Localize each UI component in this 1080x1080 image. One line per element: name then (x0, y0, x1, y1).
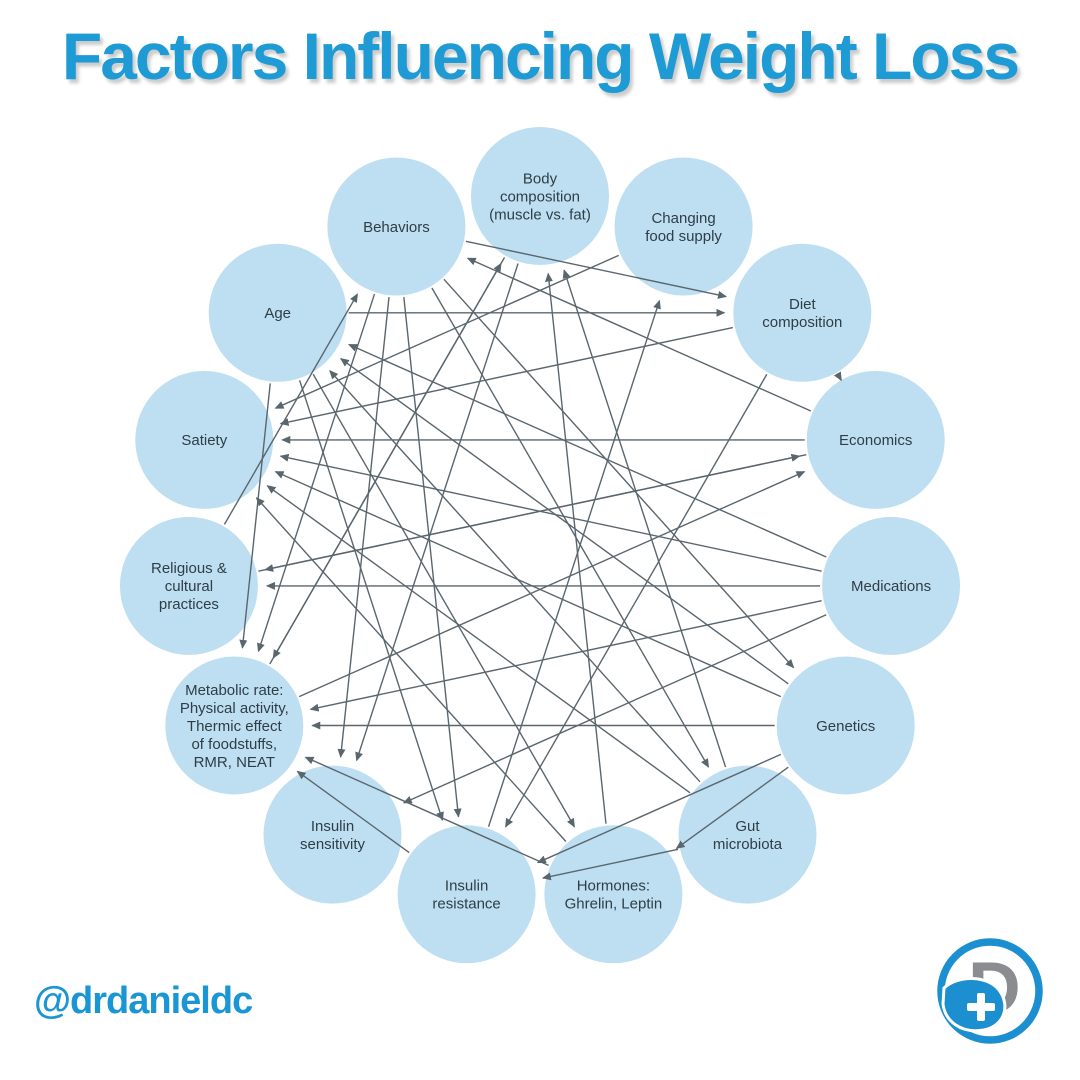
watermark-handle: @drdanieldc (34, 980, 253, 1022)
node-label-metabolic-rate: Metabolic rate:Physical activity,Thermic… (180, 682, 289, 771)
arrow-behaviors-to-insulin-resistance (403, 297, 462, 818)
arrow-gut-microbiota-to-body-composition (562, 269, 727, 768)
arrow-genetics-to-hormones (675, 766, 789, 850)
arrow-behaviors-to-metabolic-rate (257, 293, 376, 653)
arrow-hormones-to-body-composition (545, 272, 607, 824)
arrow-religious-cultural-to-behaviors (223, 293, 359, 525)
factor-node-economics: Economics (806, 370, 945, 509)
arrow-hormones-to-metabolic-rate (304, 756, 549, 867)
arrow-religious-cultural-to-economics (258, 453, 801, 572)
node-label-age: Age (264, 305, 291, 322)
factor-node-satiety: Satiety (135, 370, 274, 509)
arrow-metabolic-rate-to-body-composition (269, 262, 502, 665)
arrow-behaviors-to-diet-composition (465, 240, 728, 299)
arrow-behaviors-to-insulin-sensitivity (337, 297, 390, 759)
arrow-metabolic-rate-to-economics (298, 471, 806, 698)
arrow-age-to-hormones (312, 373, 575, 828)
arrow-behaviors-to-genetics (443, 278, 795, 669)
node-circle-economics (806, 370, 945, 509)
node-circle-diet-composition (733, 243, 872, 382)
factor-node-medications: Medications (822, 516, 961, 655)
node-label-medications: Medications (851, 578, 931, 595)
factor-node-hormones: Hormones:Ghrelin, Leptin (544, 825, 683, 964)
arrow-medications-to-age (348, 343, 827, 558)
arrow-genetics-to-age (339, 358, 789, 685)
arrow-insulin-resistance-to-metabolic-rate (296, 770, 410, 854)
node-circle-religious-cultural (119, 516, 258, 655)
arrow-diet-composition-to-insulin-resistance (505, 373, 768, 828)
arrow-economics-to-diet-composition (833, 371, 842, 382)
node-circle-age (208, 243, 347, 382)
arrow-age-to-insulin-resistance (298, 380, 444, 822)
arrow-genetics-to-insulin-resistance (536, 753, 782, 864)
node-circle-hormones (544, 825, 683, 964)
arrow-age-to-metabolic-rate (239, 383, 271, 649)
node-circle-body-composition (471, 127, 609, 265)
node-label-hormones: Hormones:Ghrelin, Leptin (565, 878, 663, 913)
influence-arrows (223, 240, 842, 881)
node-circle-insulin-resistance (397, 825, 536, 964)
factor-node-metabolic-rate: Metabolic rate:Physical activity,Thermic… (165, 656, 304, 795)
arrow-gut-microbiota-to-age (329, 370, 701, 783)
arrow-medications-to-metabolic-rate (309, 599, 822, 712)
node-circle-satiety (135, 370, 274, 509)
node-circle-gut-microbiota (678, 765, 817, 904)
node-label-behaviors: Behaviors (363, 219, 430, 236)
node-circle-genetics (776, 656, 915, 795)
node-circle-insulin-sensitivity (263, 765, 402, 904)
node-label-economics: Economics (839, 432, 912, 449)
arrow-body-composition-to-insulin-sensitivity (355, 263, 519, 762)
node-label-genetics: Genetics (816, 718, 875, 735)
arrow-medications-to-insulin-sensitivity (402, 614, 827, 804)
arrow-insulin-resistance-to-changing-food-supply (487, 299, 661, 827)
arrow-economics-to-behaviors (466, 257, 812, 412)
arrow-behaviors-to-gut-microbiota (431, 287, 710, 768)
arrow-changing-food-supply-to-satiety (274, 254, 620, 409)
arrow-gut-microbiota-to-insulin-resistance (541, 848, 679, 881)
node-circle-behaviors (327, 157, 466, 296)
arrow-hormones-to-satiety (255, 497, 567, 842)
node-label-satiety: Satiety (181, 432, 227, 449)
arrow-gut-microbiota-to-satiety (266, 485, 691, 794)
arrow-diet-composition-to-satiety (279, 326, 734, 426)
node-circle-medications (822, 516, 961, 655)
medical-cross-icon (967, 993, 995, 1021)
page-title: Factors Influencing Weight Loss (61, 19, 1020, 93)
node-circle-changing-food-supply (614, 157, 753, 296)
node-circle-metabolic-rate (165, 656, 304, 795)
factor-node-behaviors: Behaviors (327, 157, 466, 296)
brand-logo: D (937, 938, 1043, 1044)
factor-node-genetics: Genetics (776, 656, 915, 795)
factor-node-age: Age (208, 243, 347, 382)
